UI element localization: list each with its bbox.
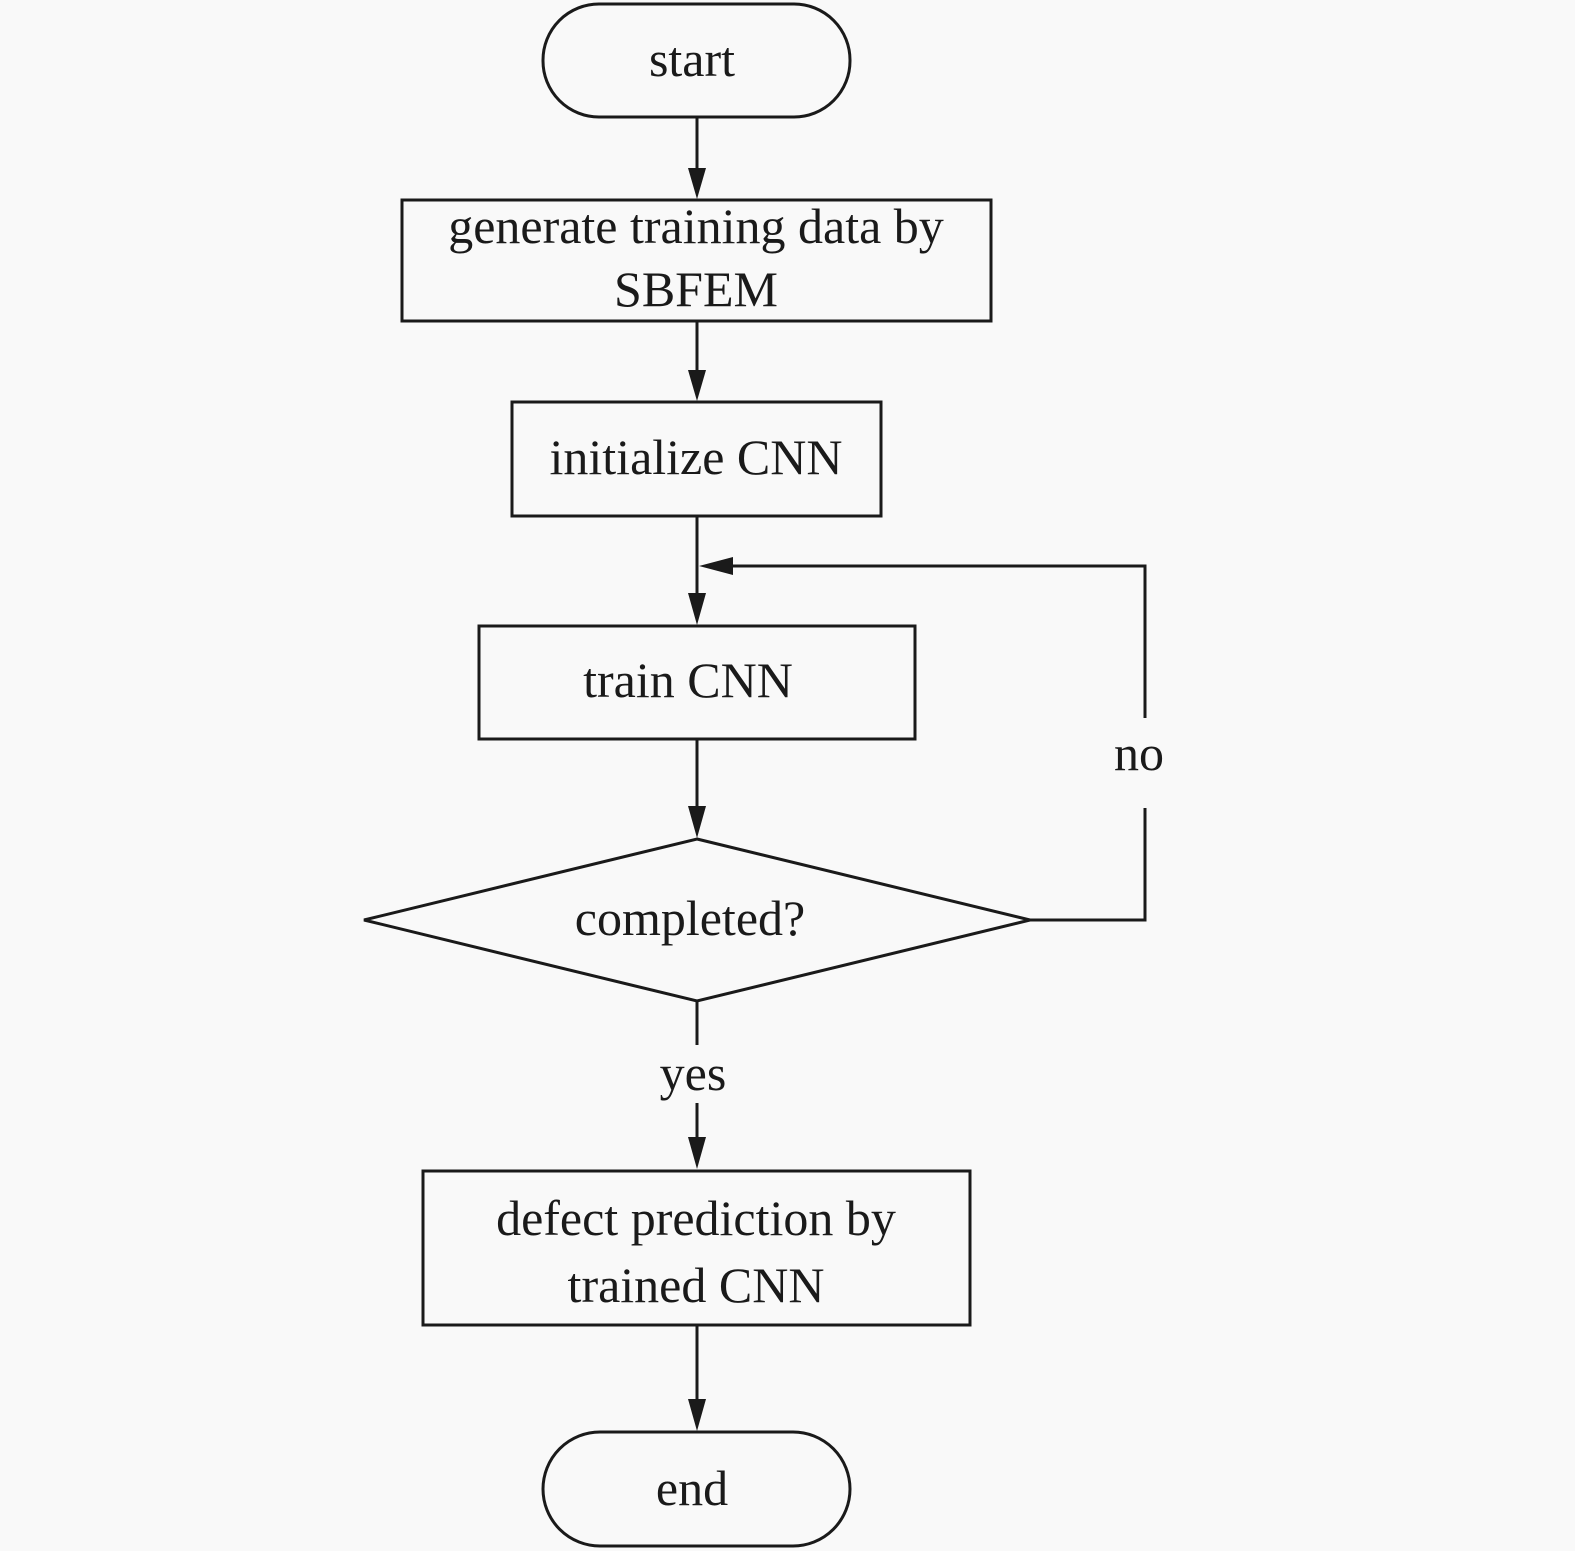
arrowhead-end bbox=[688, 1399, 706, 1431]
arrowhead-initialize bbox=[688, 370, 706, 401]
arrowhead-generate bbox=[688, 168, 706, 199]
no-branch-line-upper bbox=[718, 564, 1147, 718]
arrowhead-predict bbox=[688, 1137, 706, 1169]
initialize-cnn-label: initialize CNN bbox=[550, 429, 843, 485]
yes-label: yes bbox=[660, 1045, 727, 1101]
generate-data-label-line1: generate training data by bbox=[448, 198, 944, 254]
defect-prediction-label-line1: defect prediction by bbox=[496, 1190, 896, 1246]
end-label: end bbox=[656, 1460, 728, 1516]
defect-prediction-label-line2: trained CNN bbox=[568, 1257, 825, 1313]
end-terminal: end bbox=[541, 1430, 852, 1548]
defect-prediction-box: defect prediction by trained CNN bbox=[421, 1169, 972, 1327]
start-terminal: start bbox=[541, 2, 852, 119]
decision-completed: completed? bbox=[363, 837, 1031, 1003]
initialize-cnn-box: initialize CNN bbox=[510, 400, 883, 518]
arrowhead-decision bbox=[688, 806, 706, 838]
arrowhead-loop bbox=[699, 557, 733, 575]
generate-data-label-line2: SBFEM bbox=[614, 261, 778, 317]
train-cnn-box: train CNN bbox=[477, 624, 917, 741]
arrowhead-train bbox=[688, 593, 706, 625]
decision-label: completed? bbox=[575, 890, 805, 946]
generate-data-box: generate training data by SBFEM bbox=[400, 198, 993, 323]
train-cnn-label: train CNN bbox=[583, 652, 793, 708]
no-branch-line-lower bbox=[1030, 808, 1147, 922]
start-label: start bbox=[649, 31, 735, 87]
no-label: no bbox=[1114, 725, 1164, 781]
